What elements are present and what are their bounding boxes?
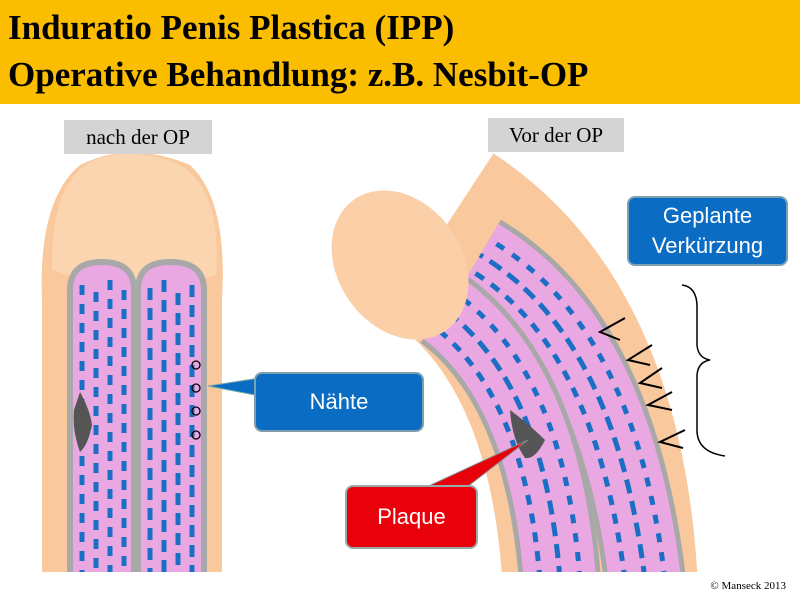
title-band: Induratio Penis Plastica (IPP) Operative… <box>0 0 800 104</box>
callout-planned-shortening: Geplante Verkürzung <box>627 196 788 266</box>
corpus-inner <box>419 277 601 572</box>
corpus-left <box>67 258 137 572</box>
glans <box>331 190 469 340</box>
title-line-2: Operative Behandlung: z.B. Nesbit-OP <box>8 55 589 94</box>
copyright: © Manseck 2013 <box>710 580 786 592</box>
brace <box>681 284 726 457</box>
callout-planned-shortening-line2: Verkürzung <box>651 233 764 258</box>
label-before-surgery: Vor der OP <box>488 118 624 152</box>
corpus-outer <box>458 219 686 572</box>
callout-sutures: Nähte <box>254 372 424 432</box>
shortening-marks <box>597 317 686 449</box>
label-after-surgery: nach der OP <box>64 120 212 154</box>
plaque-left <box>73 392 92 452</box>
penis-before-surgery <box>331 153 726 572</box>
callout-planned-shortening-line1: Geplante <box>662 203 753 228</box>
corpus-right <box>135 258 207 572</box>
suture-icons <box>191 360 201 440</box>
title-line-1: Induratio Penis Plastica (IPP) <box>8 8 455 47</box>
penis-after-surgery <box>41 152 261 572</box>
callout-plaque: Plaque <box>345 485 478 549</box>
